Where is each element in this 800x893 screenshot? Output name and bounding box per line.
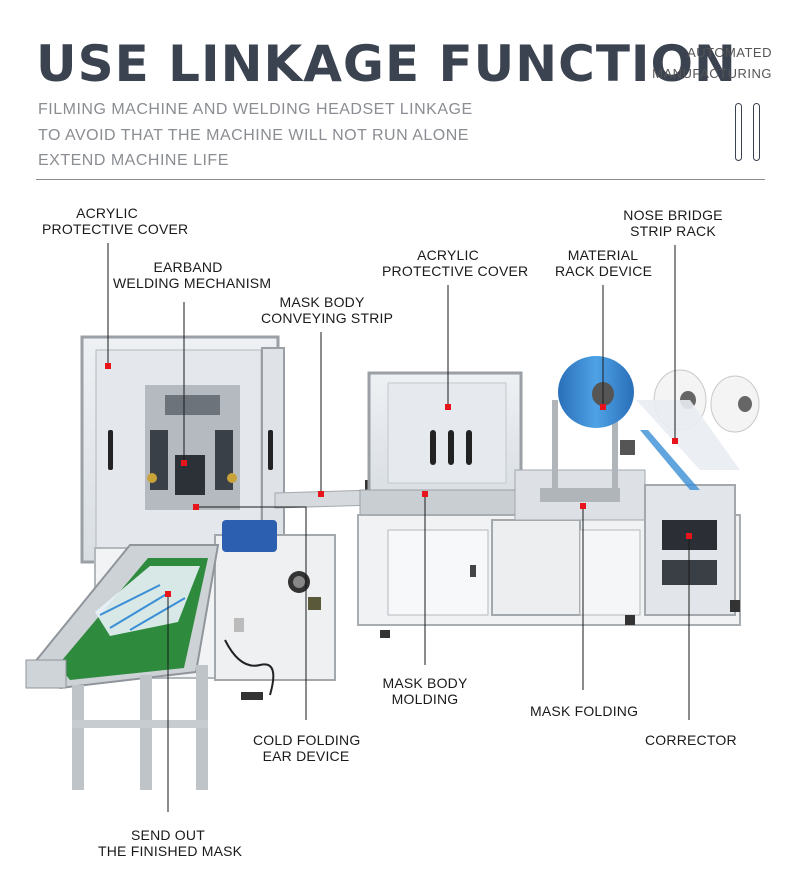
marker-acrylic-right [445, 404, 451, 410]
marker-acrylic-left [105, 363, 111, 369]
label-material-rack-line-2: RACK DEVICE [555, 263, 653, 279]
label-material-rack-line-1: MATERIAL [567, 247, 639, 263]
corner-tagline: AUTOMATED MANUFACTURING [652, 42, 772, 84]
label-send-out: SEND OUT THE FINISHED MASK [98, 827, 243, 859]
label-acrylic-left-line-1: ACRYLIC [76, 205, 138, 221]
label-cold-folding-line-2: EAR DEVICE [262, 748, 350, 764]
pill-left-icon [735, 103, 742, 161]
label-acrylic-left-line-2: PROTECTIVE COVER [42, 221, 189, 237]
label-molding-line-2: MOLDING [391, 691, 459, 707]
label-corrector: CORRECTOR [645, 732, 737, 748]
label-molding: MASK BODY MOLDING [380, 675, 470, 707]
marker-conveying [318, 491, 324, 497]
label-material-rack: MATERIAL RACK DEVICE [555, 247, 653, 279]
subtitle-line-2: TO AVOID THAT THE MACHINE WILL NOT RUN A… [38, 126, 469, 144]
label-acrylic-right-line-2: PROTECTIVE COVER [382, 263, 529, 279]
subtitle-block: FILMING MACHINE AND WELDING HEADSET LINK… [38, 97, 473, 174]
subtitle-line-3: EXTEND MACHINE LIFE [38, 152, 229, 169]
header-divider [36, 179, 765, 180]
corner-line-2: MANUFACTURING [652, 66, 772, 81]
label-conveying-line-1: MASK BODY [279, 294, 365, 310]
callout-lines [107, 243, 690, 812]
output-conveyor [25, 544, 220, 790]
marker-cold-folding [193, 504, 199, 510]
corner-line-1: AUTOMATED [687, 45, 772, 60]
pill-right-icon [753, 103, 760, 161]
label-earband-line-1: EARBAND [153, 259, 223, 275]
label-folding-line-1: MASK FOLDING [530, 703, 639, 719]
subtitle-line-1: FILMING MACHINE AND WELDING HEADSET LINK… [38, 101, 473, 118]
label-folding: MASK FOLDING [530, 703, 638, 719]
label-nose-bridge-line-2: STRIP RACK [630, 223, 716, 239]
marker-earband [181, 460, 187, 466]
label-send-out-line-2: THE FINISHED MASK [98, 843, 243, 859]
label-earband: EARBAND WELDING MECHANISM [113, 259, 272, 291]
marker-corrector [686, 533, 692, 539]
label-acrylic-right-line-1: ACRYLIC [417, 247, 479, 263]
marker-send-out [165, 591, 171, 597]
label-conveying-line-2: CONVEYING STRIP [261, 310, 394, 326]
mask-body-machine [357, 356, 760, 638]
label-conveying: MASK BODY CONVEYING STRIP [261, 294, 394, 326]
label-acrylic-left: ACRYLIC PROTECTIVE COVER [42, 205, 189, 237]
label-send-out-line-1: SEND OUT [131, 827, 205, 843]
label-nose-bridge-line-1: NOSE BRIDGE [623, 207, 723, 223]
label-nose-bridge: NOSE BRIDGE STRIP RACK [623, 207, 723, 239]
callout-markers [105, 363, 692, 597]
marker-molding [422, 491, 428, 497]
marker-material-rack [600, 404, 606, 410]
label-earband-line-2: WELDING MECHANISM [113, 275, 272, 291]
label-cold-folding: COLD FOLDING EAR DEVICE [253, 732, 361, 764]
label-cold-folding-line-1: COLD FOLDING [253, 732, 361, 748]
label-acrylic-right: ACRYLIC PROTECTIVE COVER [382, 247, 529, 279]
marker-folding [580, 503, 586, 509]
label-corrector-line-1: CORRECTOR [645, 732, 737, 748]
marker-nose-bridge [672, 438, 678, 444]
label-molding-line-1: MASK BODY [382, 675, 468, 691]
page-title: USE LINKAGE FUNCTION [36, 35, 737, 93]
